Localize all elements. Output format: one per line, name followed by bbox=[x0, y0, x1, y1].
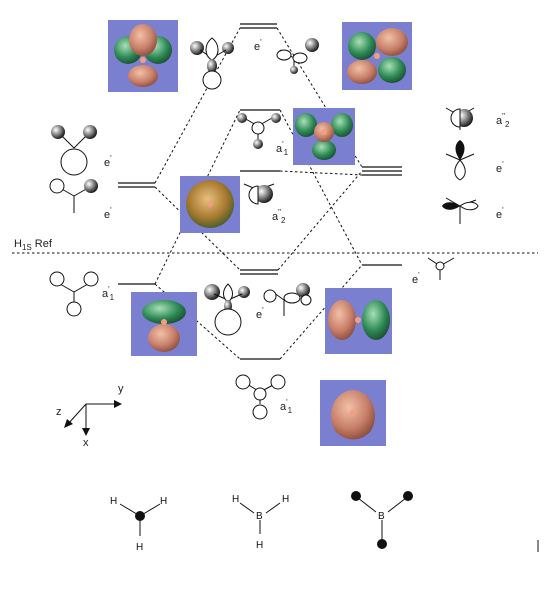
b-e-orbital-lower-2 bbox=[263, 283, 312, 316]
label-e-left-1: e' bbox=[104, 154, 112, 169]
mol1-h-bottom: H bbox=[136, 542, 143, 553]
mo-image-e-lower-right bbox=[325, 288, 392, 354]
b-a1-orbital-lower bbox=[235, 374, 286, 420]
label-e-lower-center: e' bbox=[256, 306, 264, 321]
axis-label-y: y bbox=[118, 383, 124, 395]
label-a1-lower: a'1 bbox=[280, 398, 293, 415]
b-px-orbital-right bbox=[442, 197, 479, 224]
b-p-orbital-e-top-2 bbox=[276, 38, 319, 74]
molecule-bh3-dots bbox=[351, 491, 413, 549]
mo-image-e-top-right bbox=[342, 22, 412, 90]
b-a2-orbital bbox=[243, 183, 275, 205]
b-s-orbital-right bbox=[427, 257, 455, 280]
axis-triad bbox=[64, 400, 122, 436]
h3-a1-orbital bbox=[49, 271, 99, 317]
energy-levels bbox=[118, 23, 402, 360]
mol2-h-right: H bbox=[282, 494, 289, 505]
h3-e-orbital-bottom bbox=[49, 178, 98, 213]
axis-label-x: x bbox=[83, 437, 89, 449]
b-p-orbital-e-top-1 bbox=[190, 37, 234, 90]
mol2-h-left: H bbox=[232, 494, 239, 505]
label-a1-left: a'1 bbox=[102, 285, 115, 302]
b-py-orbital-right bbox=[445, 140, 475, 181]
mol2-h-bottom: H bbox=[256, 540, 263, 551]
mol1-h-right: H bbox=[160, 496, 167, 507]
axis-label-z: z bbox=[56, 406, 62, 418]
mol1-h-left: H bbox=[110, 496, 117, 507]
b-e-orbital-lower-1 bbox=[204, 283, 250, 336]
label-e-right-3: e' bbox=[412, 271, 420, 286]
label-e-left-2: e' bbox=[104, 206, 112, 221]
reference-label: H1S Ref bbox=[14, 238, 53, 252]
label-e-top-center: e' bbox=[254, 38, 262, 53]
molecule-bh3-ball bbox=[119, 503, 161, 536]
mo-image-a2-left bbox=[180, 176, 240, 233]
label-a2-right: a"2 bbox=[496, 112, 510, 129]
mo-image-e-lower-left bbox=[131, 292, 197, 356]
b-a1-orbital-upper bbox=[237, 113, 281, 149]
label-a1-upper: a'1 bbox=[276, 140, 289, 157]
mo-image-a1-lower bbox=[320, 380, 386, 446]
b-pz-orbital-right bbox=[445, 107, 475, 130]
correlation-lines bbox=[154, 27, 363, 360]
label-a2-center: a"2 bbox=[272, 208, 286, 225]
mo-image-e-top-left bbox=[108, 20, 178, 92]
h3-e-orbital-top bbox=[51, 125, 97, 176]
label-e-right-2: e' bbox=[496, 206, 504, 221]
label-e-right-1: e' bbox=[496, 160, 504, 175]
mo-image-a1-upper bbox=[293, 108, 355, 165]
mol2-b: B bbox=[256, 511, 263, 522]
mol3-b: B bbox=[378, 511, 385, 522]
molecule-bh3-letter bbox=[239, 502, 281, 534]
